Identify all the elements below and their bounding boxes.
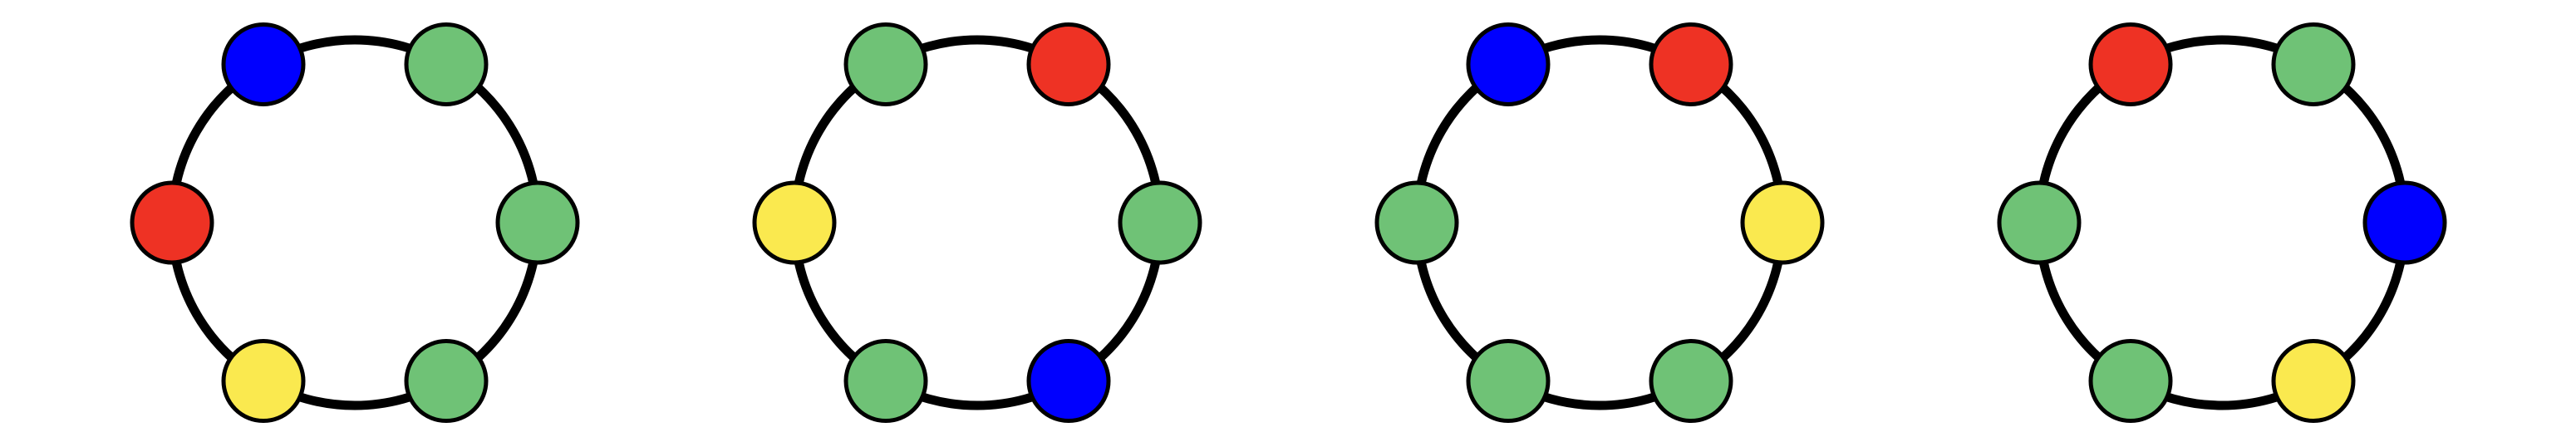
graph-node-red[interactable]: [130, 180, 214, 265]
graph-node-green[interactable]: [1466, 339, 1551, 424]
graph-node-green[interactable]: [843, 339, 928, 424]
graph-node-red[interactable]: [1026, 22, 1111, 106]
graph-node-yellow[interactable]: [2271, 339, 2356, 424]
graph-4: [1997, 22, 2447, 424]
node-layer: [1374, 22, 1825, 424]
graph-node-blue[interactable]: [221, 22, 306, 106]
graph-1: [130, 22, 580, 424]
graph-2: [752, 22, 1202, 424]
graph-node-green[interactable]: [2088, 339, 2173, 424]
graph-node-green[interactable]: [1649, 339, 1733, 424]
graph-node-yellow[interactable]: [1740, 180, 1825, 265]
graph-node-yellow[interactable]: [221, 339, 306, 424]
graph-node-green[interactable]: [2271, 22, 2356, 106]
graph-3: [1374, 22, 1825, 424]
graph-node-green[interactable]: [404, 22, 489, 106]
node-layer: [1997, 22, 2447, 424]
graph-node-yellow[interactable]: [752, 180, 837, 265]
graphs-root: [130, 22, 2447, 424]
graph-node-blue[interactable]: [1026, 339, 1111, 424]
graph-node-red[interactable]: [2088, 22, 2173, 106]
graph-node-green[interactable]: [1997, 180, 2082, 265]
graph-node-green[interactable]: [1118, 180, 1202, 265]
node-layer: [130, 22, 580, 424]
graph-node-blue[interactable]: [1466, 22, 1551, 106]
graph-node-green[interactable]: [404, 339, 489, 424]
graph-node-red[interactable]: [1649, 22, 1733, 106]
node-layer: [752, 22, 1202, 424]
graph-node-green[interactable]: [1374, 180, 1459, 265]
graph-node-green[interactable]: [843, 22, 928, 106]
graph-node-green[interactable]: [495, 180, 580, 265]
graph-node-blue[interactable]: [2362, 180, 2447, 265]
